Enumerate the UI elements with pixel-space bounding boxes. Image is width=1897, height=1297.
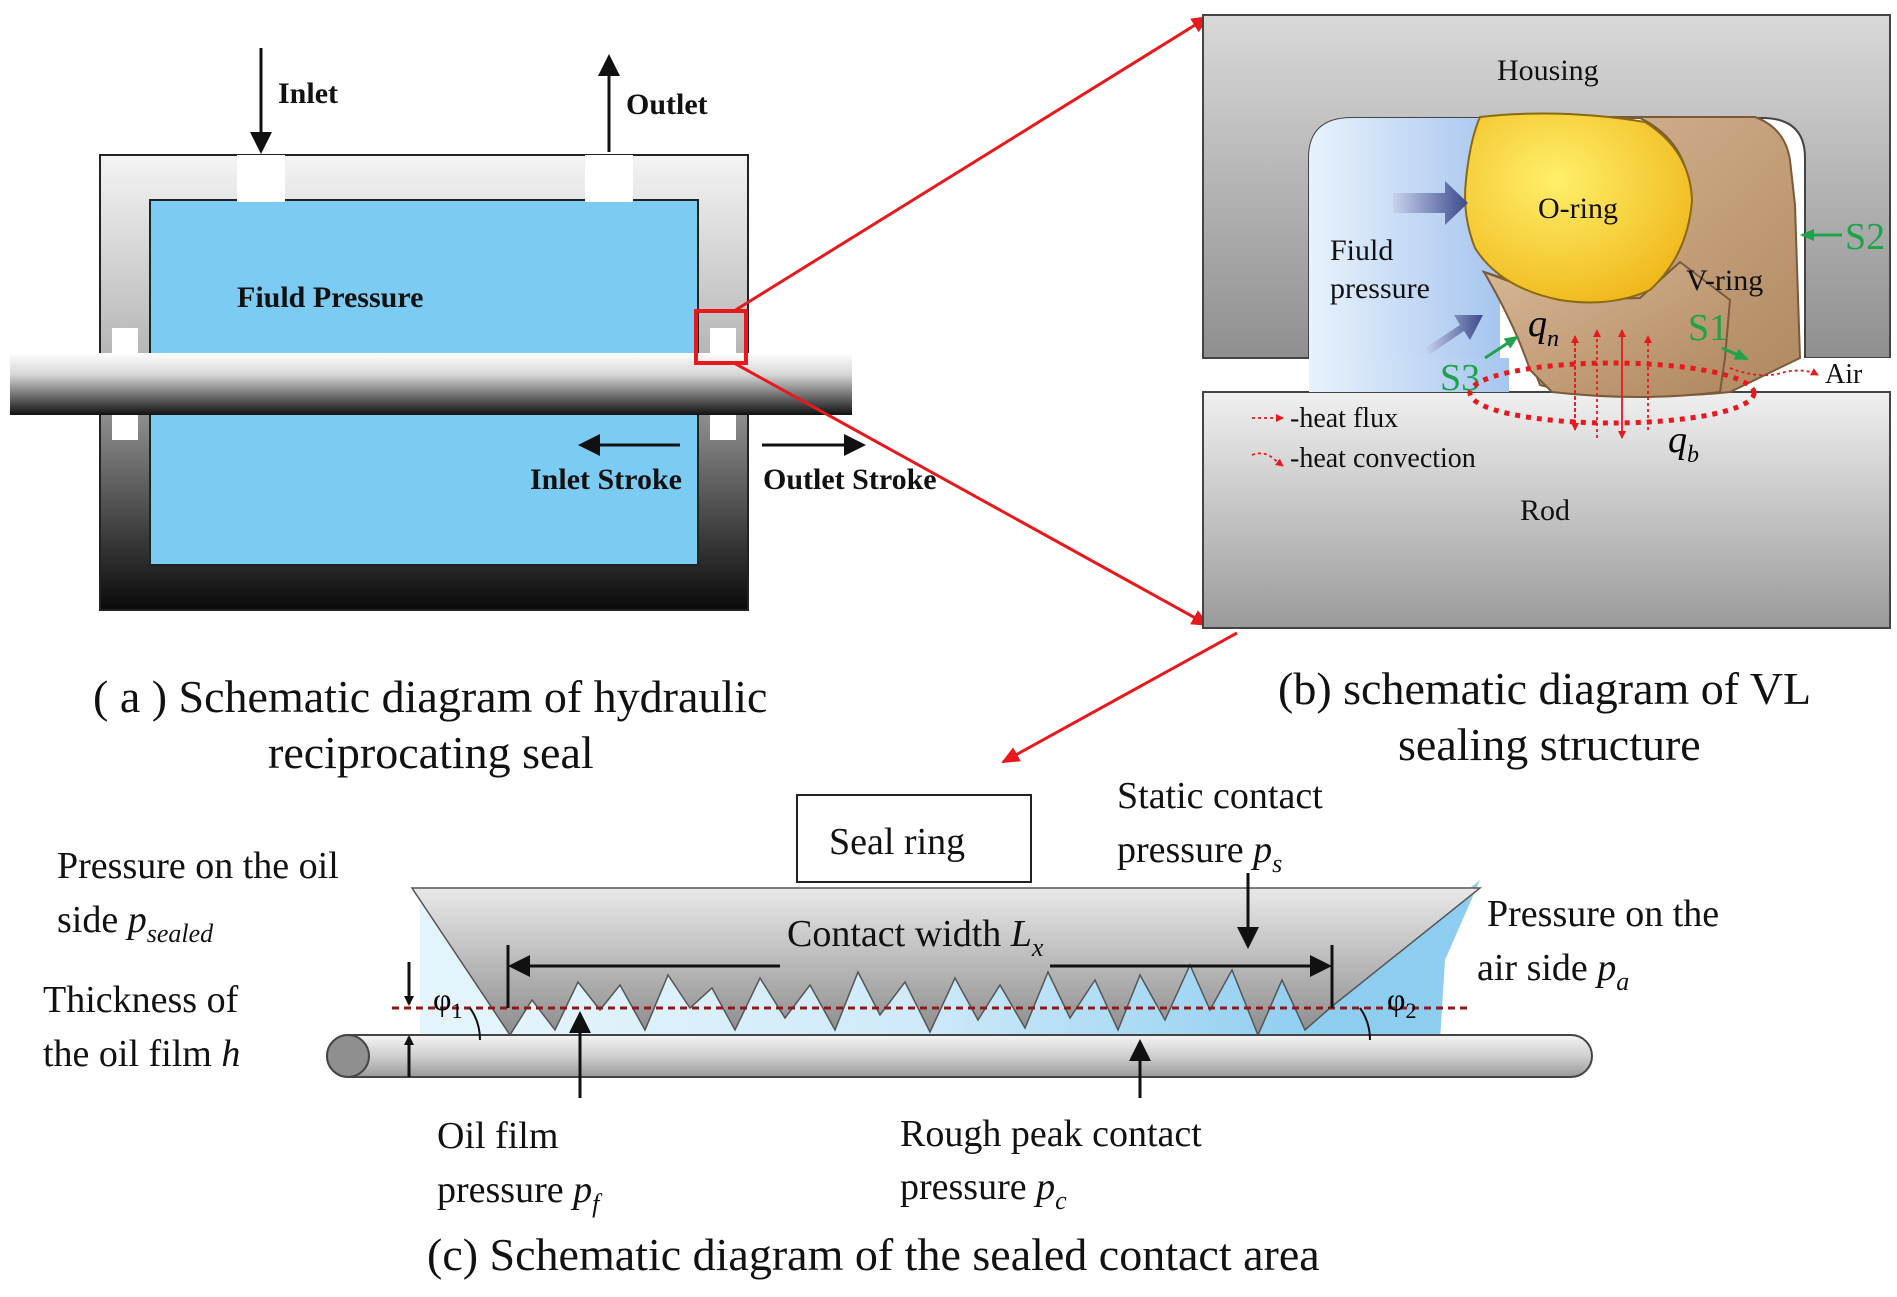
seal-groove-right-top: [710, 328, 736, 353]
caption-a-line2: reciprocating seal: [268, 727, 594, 778]
o-ring: [1464, 112, 1694, 304]
callout-line-bottom: [733, 361, 1210, 627]
rough-peak-line2: pressure pc: [900, 1166, 1067, 1215]
outlet-label: Outlet: [626, 88, 708, 121]
s1-arrow: [1721, 346, 1749, 361]
fluid-pressure-label: Fiuld Pressure: [237, 281, 423, 314]
rod-block: [1202, 391, 1891, 629]
thickness-line1: Thickness of: [43, 979, 239, 1021]
panel-a-hydraulic-seal: Inlet Outlet Fiuld Pressure Inlet Stroke…: [10, 48, 937, 778]
fluid-region: [1309, 118, 1500, 392]
seal-groove-left-bottom: [112, 415, 138, 440]
air-side-line1: Pressure on the: [1487, 893, 1719, 935]
oil-side-line2: side psealed: [57, 899, 214, 948]
thickness-line2: the oil film h: [43, 1033, 240, 1075]
oil-side-line1: Pressure on the oil: [57, 845, 339, 887]
seal-ring-body: [410, 887, 1483, 1037]
inlet-label: Inlet: [278, 77, 338, 110]
pressure-arrow-lower: [1425, 315, 1483, 354]
caption-a-line1: ( a ) Schematic diagram of hydraulic: [93, 671, 767, 722]
o-ring-label: O-ring: [1538, 192, 1618, 225]
static-pressure-line2: pressure ps: [1117, 829, 1282, 878]
zoom-box: [694, 309, 748, 365]
s3-arrow: [1484, 335, 1519, 360]
seal-ring-box: [796, 794, 1032, 883]
rod-end-cap: [326, 1034, 370, 1078]
static-pressure-line1: Static contact: [1117, 775, 1323, 817]
housing-label: Housing: [1497, 54, 1599, 87]
zoom-callouts: [733, 15, 1238, 764]
fluid-pressure-b-label2: pressure: [1330, 272, 1430, 305]
v-ring-label: V-ring: [1686, 264, 1763, 297]
qn-label: qn: [1528, 303, 1559, 352]
seal-ring-label: Seal ring: [829, 821, 965, 863]
qb-label: qb: [1668, 419, 1699, 468]
callout-line-top: [733, 15, 1210, 313]
outlet-stroke-label: Outlet Stroke: [763, 463, 937, 496]
angle-arc-1: [469, 1007, 481, 1041]
oil-film-line2: pressure pf: [437, 1169, 603, 1218]
pressure-arrow-upper: [1393, 181, 1468, 225]
caption-b-line2: sealing structure: [1398, 719, 1701, 770]
contact-width-label: Contact width Lx: [787, 913, 1044, 962]
outlet-port: [585, 155, 633, 202]
seal-groove-right-bottom: [710, 415, 736, 440]
phi1-label: φ1: [433, 981, 462, 1023]
heat-convection-arrow: [1729, 367, 1819, 377]
heat-convection-legend-icon: [1251, 452, 1284, 467]
inlet-stroke-label: Inlet Stroke: [530, 463, 682, 496]
air-side-line2: air side pa: [1477, 947, 1629, 996]
contact-zone-ellipse: [1467, 360, 1757, 426]
heat-flux-arrows: [1571, 329, 1652, 439]
s3-label: S3: [1440, 357, 1480, 399]
fluid-pressure-b-label1: Fiuld: [1330, 234, 1393, 267]
angle-arc-2: [1359, 1007, 1371, 1041]
callout-line-to-c: [1001, 631, 1238, 764]
heat-flux-legend: -heat flux: [1290, 403, 1398, 434]
panel-b-vl-seal: Housing O-ring V-ring Fiuld pressure S2 …: [1202, 14, 1897, 770]
piston-rod-c: [326, 1034, 1593, 1078]
heat-convection-legend: -heat convection: [1290, 443, 1476, 474]
inlet-port: [237, 155, 285, 202]
rough-peak-line1: Rough peak contact: [900, 1113, 1202, 1155]
seal-groove-left-top: [112, 328, 138, 353]
oil-film-line1: Oil film: [437, 1115, 558, 1157]
air-label: Air: [1825, 359, 1863, 390]
s2-label: S2: [1845, 216, 1885, 258]
panel-c-contact-area: Seal ring Static contact pressure ps Pre…: [43, 775, 1719, 1280]
phi2-label: φ2: [1387, 981, 1416, 1023]
caption-b-line1: (b) schematic diagram of VL: [1278, 663, 1811, 714]
s1-label: S1: [1688, 307, 1728, 349]
rod-label: Rod: [1520, 494, 1570, 527]
caption-c: (c) Schematic diagram of the sealed cont…: [427, 1229, 1320, 1280]
